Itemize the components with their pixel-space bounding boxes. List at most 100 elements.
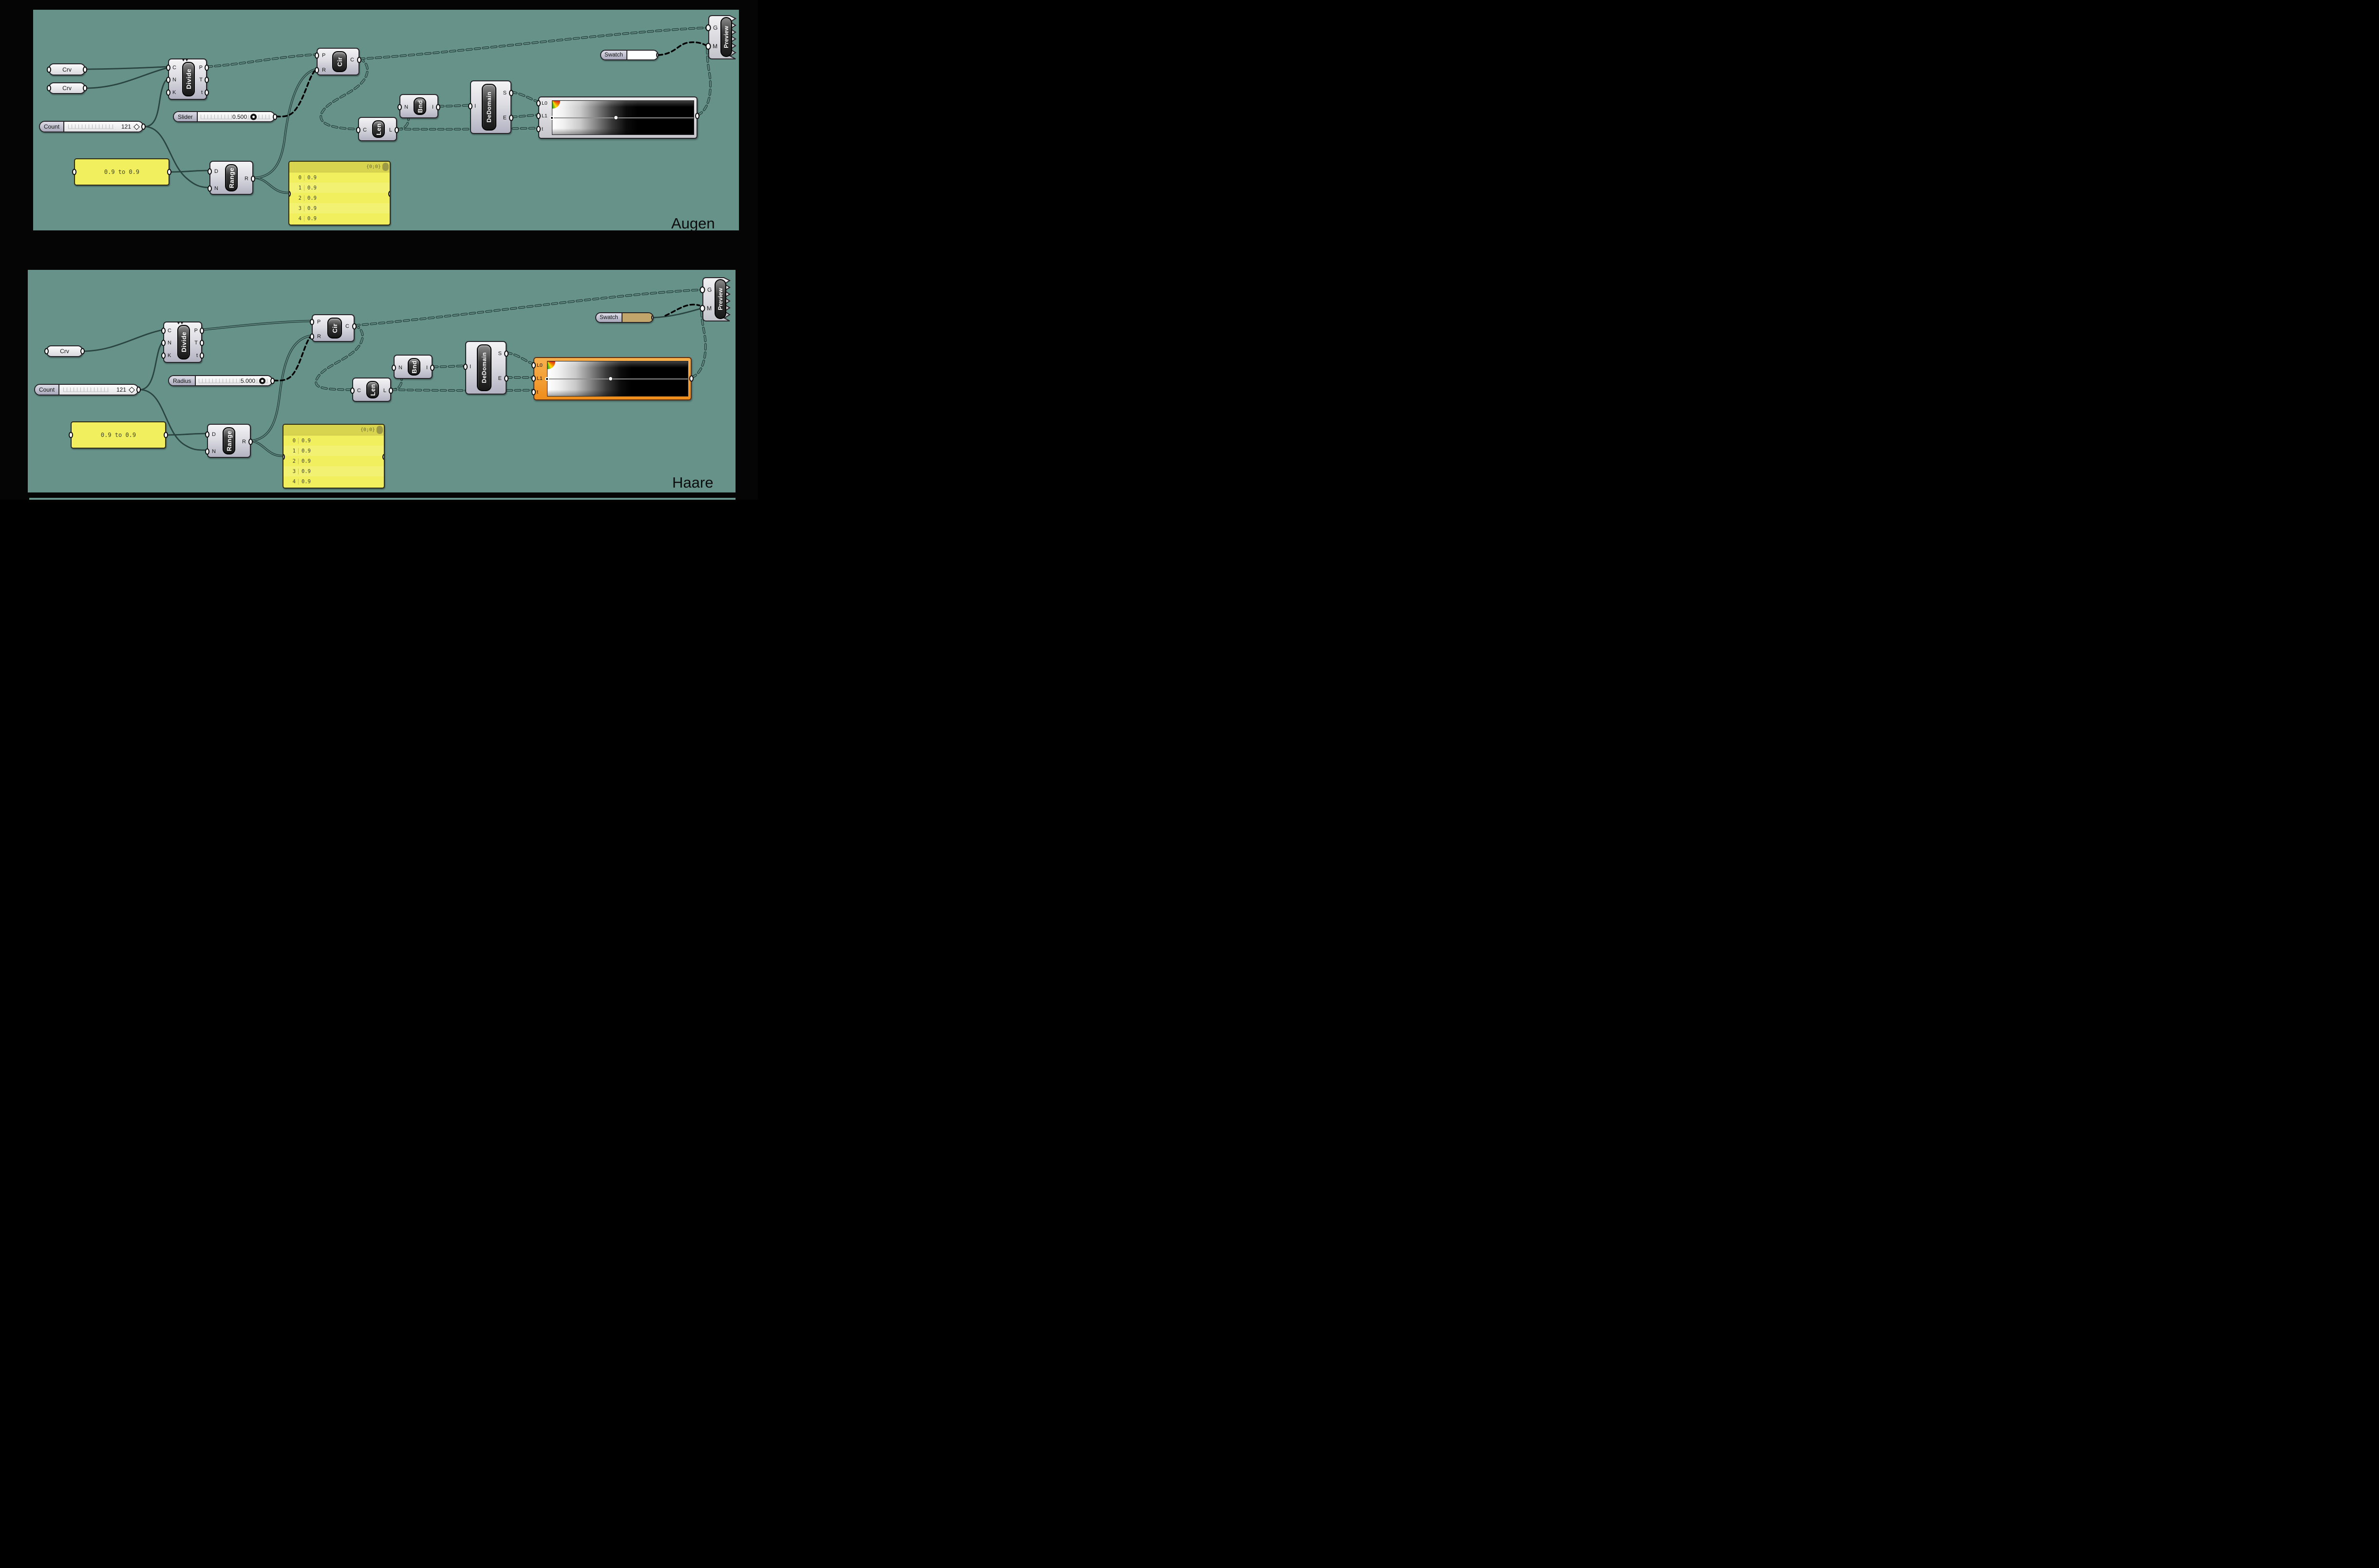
- preview-node[interactable]: Preview G M: [699, 277, 736, 321]
- input-port[interactable]: [161, 327, 166, 334]
- input-port[interactable]: [310, 319, 314, 325]
- output-port[interactable]: [136, 386, 141, 393]
- input-port[interactable]: [166, 89, 170, 96]
- value-slider[interactable]: Slider 0.500: [173, 111, 277, 122]
- input-port[interactable]: [536, 100, 541, 107]
- input-port[interactable]: [166, 64, 170, 71]
- output-port[interactable]: [504, 350, 509, 357]
- input-port[interactable]: [208, 168, 212, 175]
- output-port[interactable]: [200, 352, 204, 359]
- output-port[interactable]: [689, 375, 694, 382]
- input-port[interactable]: [350, 387, 355, 394]
- preview-node[interactable]: Preview G M: [705, 15, 741, 59]
- output-port[interactable]: [395, 127, 399, 133]
- input-port[interactable]: [315, 52, 319, 59]
- input-port[interactable]: [315, 67, 319, 74]
- output-port[interactable]: [141, 123, 146, 130]
- output-port[interactable]: [357, 57, 361, 63]
- output-port[interactable]: [83, 85, 87, 92]
- curve-param-node[interactable]: Crv: [47, 63, 87, 76]
- output-port[interactable]: [651, 314, 653, 321]
- input-port[interactable]: [531, 389, 536, 396]
- output-port[interactable]: [205, 89, 209, 96]
- input-port[interactable]: [699, 305, 705, 312]
- slider-track[interactable]: 5.000: [196, 376, 272, 385]
- panel-scroll-tab[interactable]: [382, 163, 389, 171]
- slider-grip[interactable]: [129, 386, 135, 393]
- colour-swatch-node[interactable]: Swatch: [595, 312, 654, 323]
- input-port[interactable]: [536, 126, 541, 132]
- output-port[interactable]: [270, 378, 275, 384]
- output-port[interactable]: [200, 327, 204, 334]
- gradient-grip[interactable]: [614, 115, 618, 120]
- domain-panel[interactable]: 0.9 to 0.9: [72, 158, 171, 186]
- output-port[interactable]: [509, 90, 513, 96]
- deconstruct-domain-node[interactable]: DeDomain I S E: [468, 80, 513, 134]
- input-port[interactable]: [356, 127, 360, 133]
- radius-slider[interactable]: Radius 5.000: [168, 375, 275, 386]
- output-port[interactable]: [352, 323, 357, 330]
- output-port[interactable]: [656, 52, 658, 58]
- slider-track[interactable]: 121: [64, 122, 143, 132]
- length-node[interactable]: Len C L: [350, 378, 393, 402]
- gradient-display[interactable]: [545, 361, 688, 397]
- input-port[interactable]: [47, 85, 51, 92]
- output-port[interactable]: [83, 66, 87, 73]
- input-port[interactable]: [69, 432, 73, 438]
- output-port[interactable]: [167, 169, 171, 175]
- curve-param-node[interactable]: Crv: [44, 345, 85, 357]
- output-port[interactable]: [273, 113, 277, 120]
- input-port[interactable]: [310, 333, 314, 340]
- input-port[interactable]: [44, 348, 49, 355]
- count-slider[interactable]: Count 121: [34, 384, 141, 396]
- output-port[interactable]: [382, 453, 384, 460]
- output-port[interactable]: [80, 348, 85, 355]
- input-port[interactable]: [531, 362, 536, 369]
- output-port[interactable]: [389, 387, 393, 394]
- output-port[interactable]: [164, 432, 168, 438]
- gradient-presets-icon[interactable]: [548, 361, 555, 369]
- domain-panel[interactable]: 0.9 to 0.9: [69, 421, 168, 449]
- input-port[interactable]: [161, 352, 166, 359]
- output-port[interactable]: [509, 114, 513, 121]
- input-port[interactable]: [468, 103, 472, 110]
- output-port[interactable]: [436, 104, 440, 111]
- output-port[interactable]: [388, 190, 390, 197]
- input-port[interactable]: [531, 375, 536, 382]
- input-port[interactable]: [705, 43, 711, 50]
- range-node[interactable]: Range D N R: [208, 161, 255, 195]
- input-port[interactable]: [699, 286, 705, 293]
- input-port[interactable]: [397, 104, 402, 111]
- divide-curve-node[interactable]: Divide C N K P T t: [166, 58, 209, 100]
- input-port[interactable]: [205, 431, 209, 438]
- count-slider[interactable]: Count 121: [39, 121, 146, 132]
- circle-node[interactable]: Cir P R C: [310, 314, 357, 342]
- swatch-color[interactable]: [627, 51, 658, 59]
- input-port[interactable]: [392, 364, 396, 371]
- input-port[interactable]: [47, 66, 51, 73]
- slider-track[interactable]: 0.500: [197, 112, 274, 121]
- input-port[interactable]: [166, 76, 170, 83]
- gradient-anchor[interactable]: [545, 377, 549, 381]
- input-port[interactable]: [463, 363, 468, 370]
- divide-curve-node[interactable]: Divide C N K P T t: [161, 321, 204, 363]
- slider-grip[interactable]: [250, 113, 257, 120]
- slider-grip[interactable]: [133, 123, 140, 130]
- gradient-display[interactable]: [550, 100, 694, 135]
- colour-swatch-node[interactable]: Swatch: [600, 50, 659, 60]
- deconstruct-domain-node[interactable]: DeDomain I S E: [463, 341, 509, 395]
- input-port[interactable]: [208, 185, 212, 192]
- bounds-node[interactable]: Bnd N I: [397, 94, 440, 118]
- output-port[interactable]: [430, 364, 434, 371]
- input-port[interactable]: [161, 340, 166, 346]
- output-port[interactable]: [200, 340, 204, 346]
- slider-track[interactable]: 121: [59, 385, 138, 395]
- slider-grip[interactable]: [259, 378, 265, 384]
- input-port[interactable]: [536, 113, 541, 119]
- bounds-node[interactable]: Bnd N I: [392, 355, 434, 379]
- gradient-anchor[interactable]: [550, 115, 554, 120]
- curve-param-node[interactable]: Crv: [47, 82, 87, 94]
- panel-scroll-tab[interactable]: [377, 426, 383, 434]
